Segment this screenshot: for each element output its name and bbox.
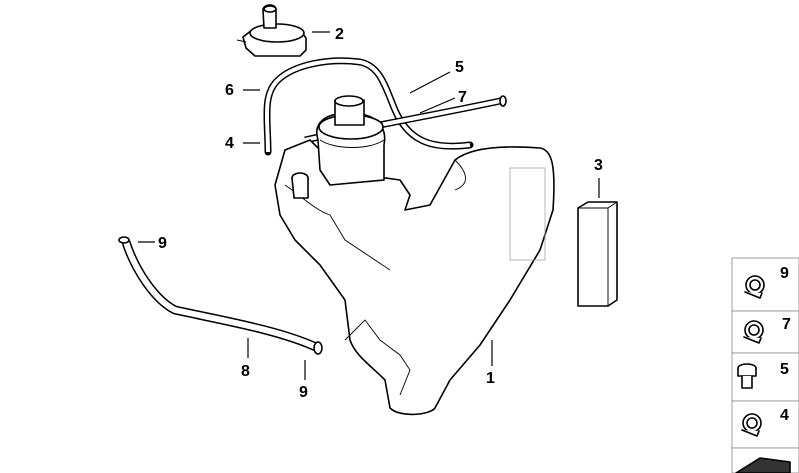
legend-label-9: 9 bbox=[780, 265, 789, 282]
callout-8: 8 bbox=[241, 363, 250, 380]
hose-clamp-icon bbox=[744, 275, 765, 299]
hose-part bbox=[263, 57, 507, 156]
legend-label-4: 4 bbox=[780, 407, 789, 424]
callout-4: 4 bbox=[225, 135, 234, 152]
callouts: 2 5 6 7 4 3 9 8 9 1 bbox=[158, 26, 603, 401]
hose-clamp-icon bbox=[743, 320, 764, 344]
callout-9-top: 9 bbox=[158, 235, 167, 252]
callout-5: 5 bbox=[455, 59, 464, 76]
callout-6: 6 bbox=[225, 82, 234, 99]
drain-hose-part bbox=[118, 236, 323, 355]
legend-cell-9 bbox=[731, 257, 799, 312]
hose-clamp-icon bbox=[741, 413, 762, 437]
hardware-legend: 9 7 5 4 bbox=[731, 257, 799, 473]
callout-7: 7 bbox=[458, 89, 467, 106]
legend-label-7: 7 bbox=[782, 316, 791, 333]
callout-1: 1 bbox=[486, 370, 495, 387]
partial-part-icon bbox=[735, 457, 791, 473]
legend-cell-4 bbox=[731, 400, 799, 449]
screw-icon bbox=[737, 363, 757, 389]
legend-label-5: 5 bbox=[780, 361, 789, 378]
callout-2: 2 bbox=[335, 26, 344, 43]
callout-3: 3 bbox=[594, 157, 603, 174]
foam-block-part bbox=[577, 201, 618, 307]
leader-lines bbox=[138, 31, 600, 380]
cap-part bbox=[236, 4, 307, 57]
reservoir-tank-part bbox=[274, 95, 555, 416]
callout-9-bottom: 9 bbox=[299, 384, 308, 401]
